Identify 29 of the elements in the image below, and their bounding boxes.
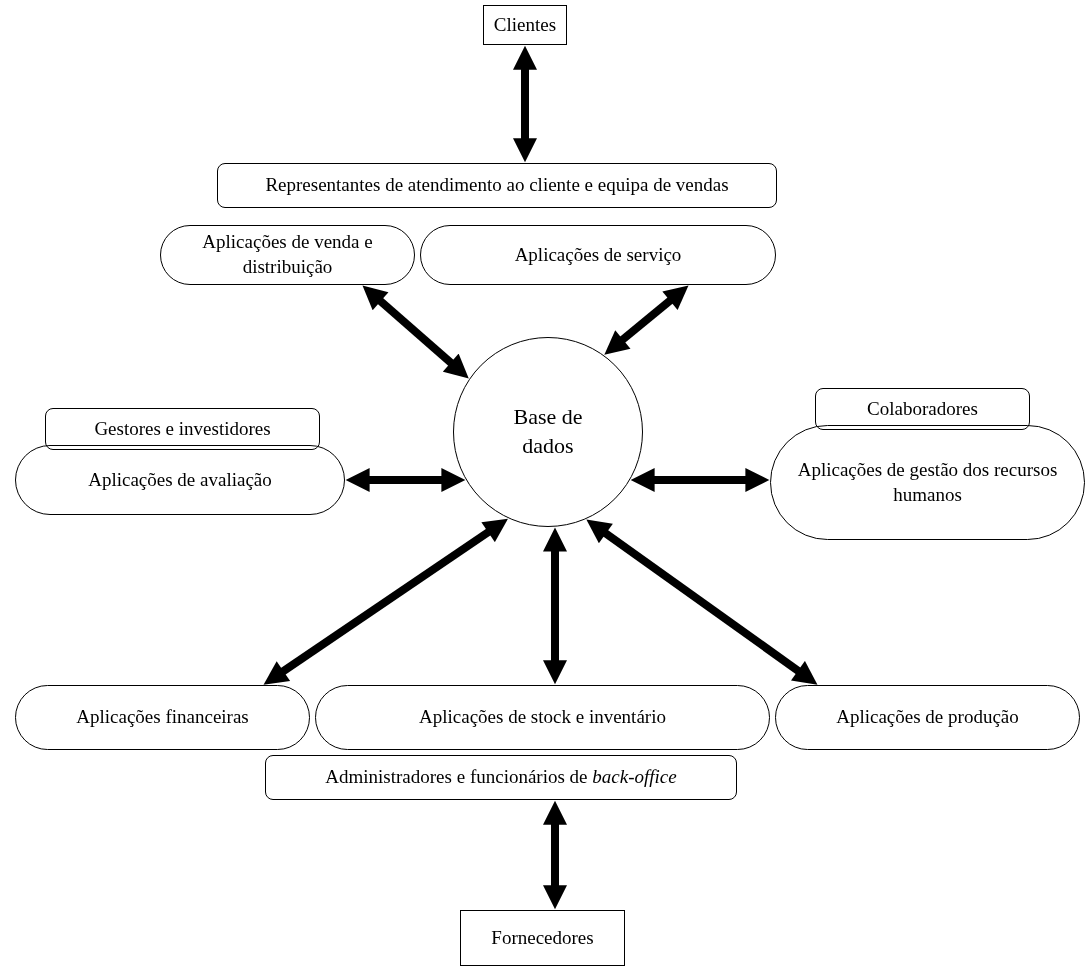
node-label: Aplicações de serviço xyxy=(514,242,682,267)
node-label: Representantes de atendimento ao cliente e equipa de vendas xyxy=(265,173,729,198)
node-label: Gestores e investidores xyxy=(94,416,271,441)
node-label: Clientes xyxy=(493,12,557,37)
rounded-box-node xyxy=(45,408,320,450)
node-label: Aplicações de produção xyxy=(836,705,1019,730)
node-label: Aplicações de avaliação xyxy=(88,467,272,492)
double-arrow xyxy=(362,285,469,379)
double-arrow xyxy=(604,285,689,355)
rounded-box-node xyxy=(265,755,737,800)
rounded-box-node xyxy=(217,163,777,208)
node-label: Fornecedores xyxy=(491,925,594,950)
node-label: Administradores e funcionários de back-office xyxy=(325,765,677,790)
node-label: Aplicações de gestão dos recursos humanos xyxy=(796,457,1059,507)
double-arrow xyxy=(586,519,818,685)
double-arrow xyxy=(543,527,567,685)
double-arrow xyxy=(513,45,537,163)
node-label: Aplicações financeiras xyxy=(76,705,249,730)
double-arrow xyxy=(543,800,567,910)
double-arrow xyxy=(630,468,770,492)
node-label: Colaboradores xyxy=(867,396,978,421)
box-node xyxy=(460,910,625,966)
double-arrow xyxy=(345,468,466,492)
node-label: Aplicações de stock e inventário xyxy=(419,705,666,730)
node-label: Aplicações de venda e distribuição xyxy=(201,230,374,279)
box-node xyxy=(483,5,567,45)
double-arrow xyxy=(263,518,508,685)
node-label: Base de dados xyxy=(512,403,584,460)
rounded-box-node xyxy=(815,388,1030,430)
